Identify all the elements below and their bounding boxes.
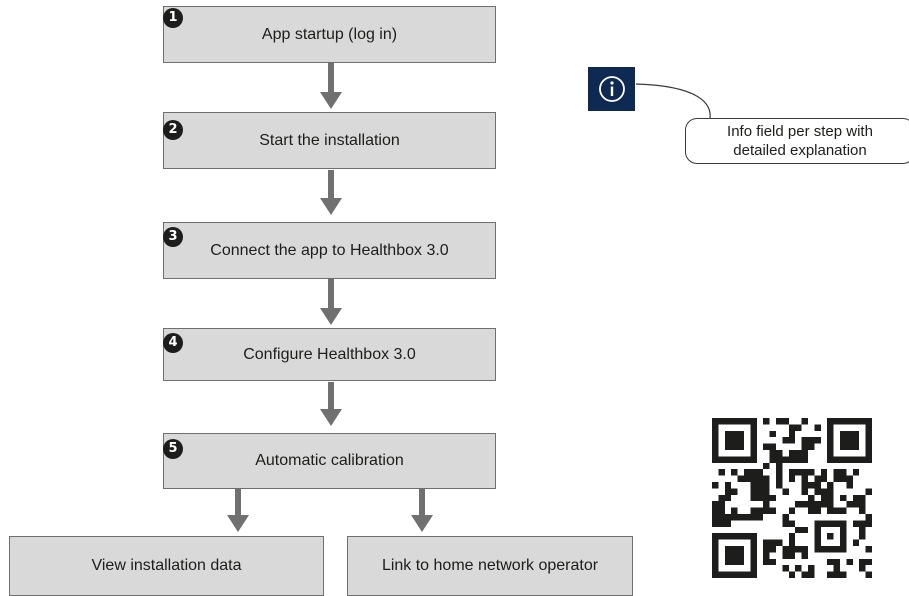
info-callout-box: Info field per step with detailed explan… [685, 118, 909, 164]
step-box-3: Connect the app to Healthbox 3.0 [163, 222, 496, 279]
step-number-badge-1: 1 [163, 8, 183, 28]
info-callout-line-1: Info field per step with [727, 123, 873, 140]
qr-code-icon [712, 418, 872, 578]
step-box-1: App startup (log in) [163, 6, 496, 63]
step-box-5: Automatic calibration [163, 433, 496, 489]
step-label-5: Automatic calibration [255, 452, 404, 470]
flow-arrow-1-2 [320, 63, 342, 109]
step-box-2: Start the installation [163, 112, 496, 169]
step-number-badge-5: 5 [163, 439, 183, 459]
step-label-1: App startup (log in) [261, 25, 398, 43]
outcome-label-link: Link to home network operator [381, 557, 599, 575]
info-circle-icon [588, 67, 635, 111]
step-label-3: Connect the app to Healthbox 3.0 [210, 241, 449, 259]
flow-arrow-2-3 [320, 170, 342, 215]
step-number-badge-3: 3 [163, 227, 183, 247]
outcome-label-view: View installation data [91, 557, 242, 575]
flow-arrow-4-5 [320, 382, 342, 426]
flow-arrow-5-link [411, 489, 433, 532]
step-label-2: Start the installation [259, 131, 400, 149]
step-label-4: Configure Healthbox 3.0 [243, 345, 416, 363]
step-number-badge-4: 4 [163, 333, 183, 353]
outcome-box-link-network-operator: Link to home network operator [347, 536, 633, 596]
info-callout-line-2: detailed explanation [733, 142, 867, 159]
flow-arrow-3-4 [320, 279, 342, 325]
outcome-box-view-installation-data: View installation data [9, 536, 324, 596]
step-box-4: Configure Healthbox 3.0 [163, 328, 496, 381]
step-number-badge-2: 2 [163, 120, 183, 140]
flow-arrow-5-view [227, 489, 249, 532]
